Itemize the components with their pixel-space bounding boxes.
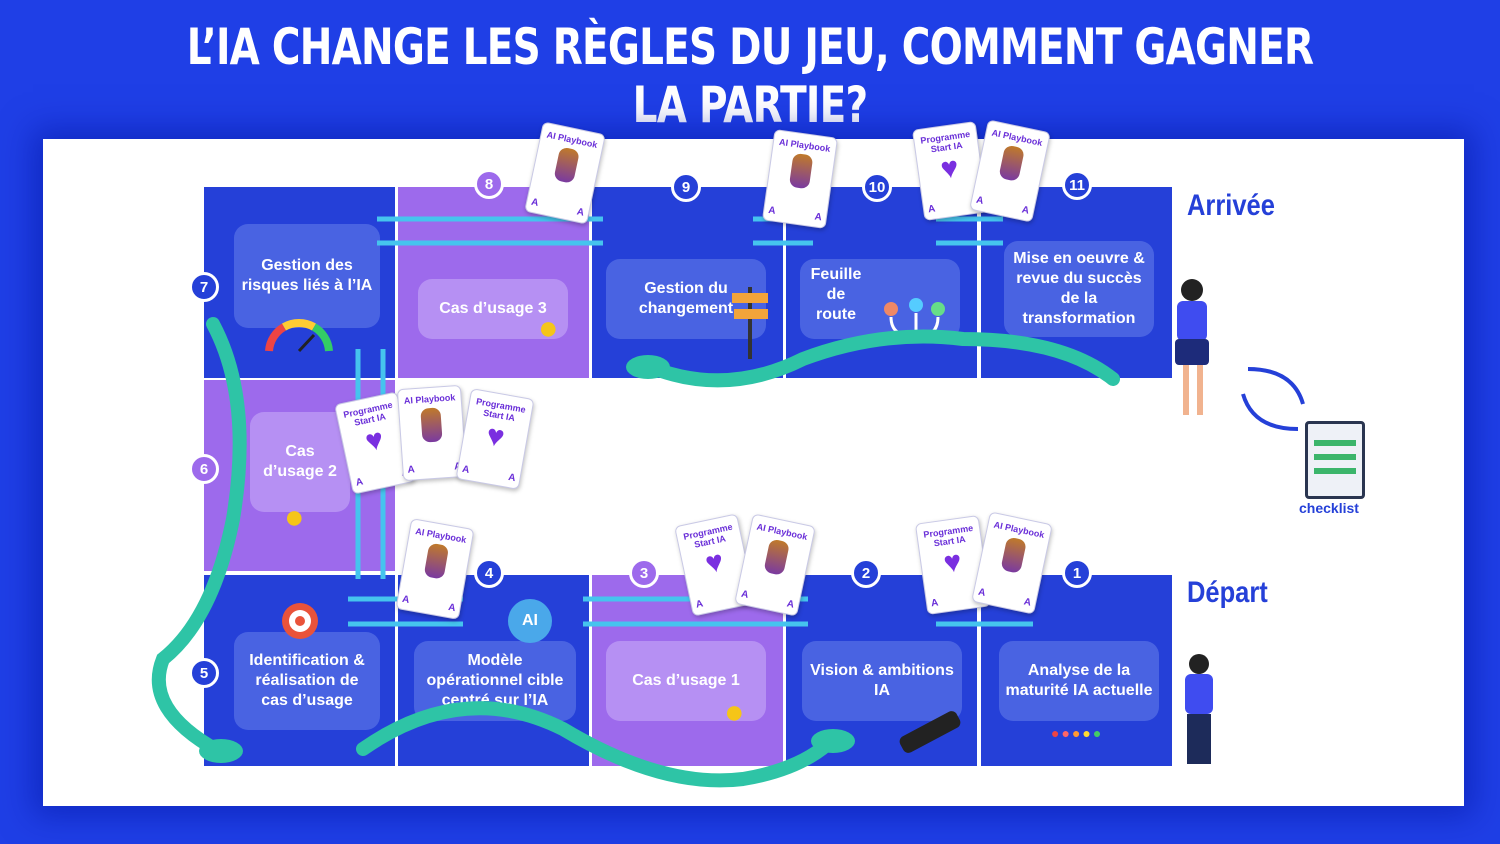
card-ace: A xyxy=(530,196,540,209)
card-ace: A xyxy=(1020,204,1031,217)
card-ace: A xyxy=(927,203,937,216)
step-number-10: 10 xyxy=(862,172,892,202)
card-title: AI Playbook xyxy=(778,136,831,154)
page-title: L’IA CHANGE LES RÈGLES DU JEU, COMMENT G… xyxy=(186,18,1314,134)
card-ace: A xyxy=(447,601,457,615)
running-man-icon xyxy=(1171,654,1231,764)
card-ace: A xyxy=(767,204,777,217)
card-ace: A xyxy=(813,211,823,224)
square-3-label: Cas d’usage 1 xyxy=(606,641,766,721)
step-number-6: 6 xyxy=(189,454,219,484)
step-number-2: 2 xyxy=(851,558,881,588)
lightbulb-icon: ● xyxy=(538,309,559,347)
card-title: AI Playbook xyxy=(403,392,456,406)
card-title: AI Playbook xyxy=(755,521,809,542)
checklist-label: checklist xyxy=(1299,500,1359,516)
game-board-panel: Gestion des risques liés à l’IA Cas d’us… xyxy=(43,119,1464,806)
signpost-icon xyxy=(732,287,768,359)
lightbulb-icon: ● xyxy=(284,498,305,536)
step-number-4: 4 xyxy=(474,558,504,588)
snake-head-icon xyxy=(199,355,855,763)
cycle-arrows-icon xyxy=(1241,367,1305,431)
step-number-11: 11 xyxy=(1062,170,1092,200)
card-ace: A xyxy=(507,471,517,485)
ai-gear-icon: AI xyxy=(508,599,552,643)
step-number-7: 7 xyxy=(189,272,219,302)
card-ace: A xyxy=(461,463,471,476)
square-1-label: Analyse de la maturité IA actuelle xyxy=(999,641,1159,721)
square-8-label: Cas d’usage 3 xyxy=(418,279,568,339)
step-number-1: 1 xyxy=(1062,558,1092,588)
card-ace: A xyxy=(354,476,365,489)
square-7-label: Gestion des risques liés à l’IA xyxy=(234,224,380,328)
step-number-5: 5 xyxy=(189,658,219,688)
card-title: AI Playbook xyxy=(414,526,468,545)
celebrating-woman-icon xyxy=(1163,279,1223,419)
step-number-9: 9 xyxy=(671,172,701,202)
square-2-label: Vision & ambitions IA xyxy=(802,641,962,721)
card-title: AI Playbook xyxy=(545,129,599,150)
square-5-label: Identification & réalisation de cas d’us… xyxy=(234,632,380,730)
square-7: Gestion des risques liés à l’IA xyxy=(203,186,396,379)
card-ace: A xyxy=(694,598,705,611)
step-number-8: 8 xyxy=(474,169,504,199)
card-title: AI Playbook xyxy=(990,127,1044,148)
card-ace: A xyxy=(785,598,796,611)
departure-label: Départ xyxy=(1187,576,1268,609)
card-ace: A xyxy=(740,588,750,601)
risk-gauge-icon xyxy=(265,319,333,353)
card-ace: A xyxy=(1022,596,1033,609)
step-number-3: 3 xyxy=(629,558,659,588)
maturity-smileys-icon: ●●●●● xyxy=(1051,725,1104,741)
card-ace: A xyxy=(401,593,411,606)
lightbulb-icon: ● xyxy=(724,693,745,731)
square-6-label: Cas d’usage 2 xyxy=(250,412,350,512)
square-9: Gestion du changement xyxy=(591,186,784,379)
arrival-label: Arrivée xyxy=(1187,189,1275,222)
checklist-icon xyxy=(1305,421,1365,499)
square-10-label: Feuille de route xyxy=(810,266,862,323)
card-ace: A xyxy=(575,206,586,219)
card-ace: A xyxy=(977,586,987,599)
snakes-and-ladders-overlay xyxy=(151,216,1120,788)
target-icon xyxy=(282,603,318,639)
card-title: AI Playbook xyxy=(992,519,1046,540)
square-11-label: Mise en oeuvre & revue du succès de la t… xyxy=(1004,241,1154,337)
card-ace: A xyxy=(407,464,416,476)
snake-icon xyxy=(151,317,1120,788)
square-10-card: Feuille de route xyxy=(800,259,960,339)
card-ace: A xyxy=(930,597,940,610)
card-ace: A xyxy=(975,194,985,207)
square-5: Identification & réalisation de cas d’us… xyxy=(203,574,396,767)
